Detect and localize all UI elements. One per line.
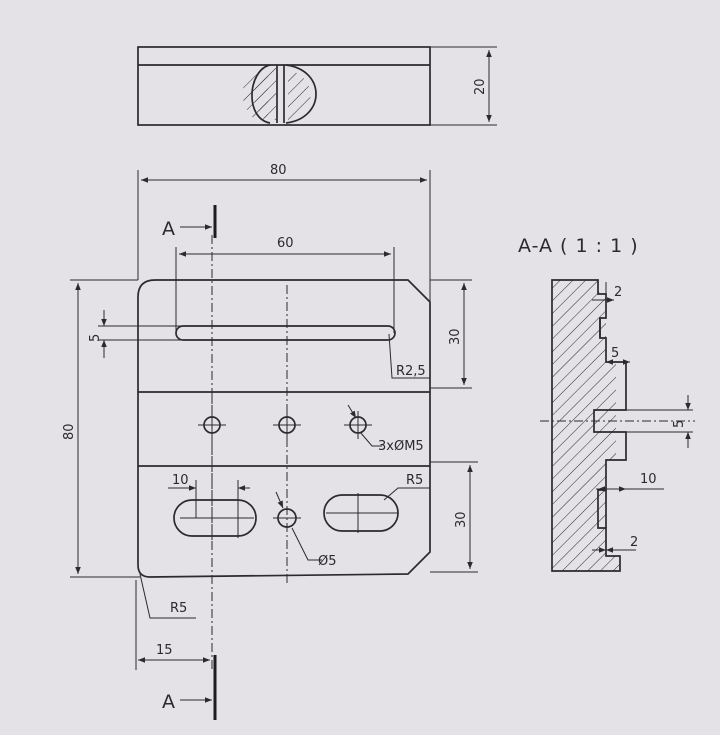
top-view: 20 [137, 46, 497, 126]
section-title: A-A ( 1 : 1 ) [518, 235, 639, 257]
dim-top-height: 20 [473, 78, 488, 95]
dim-slot-width: 5 [88, 334, 103, 342]
dim-oblong-radius: R5 [406, 473, 423, 488]
sec-dim-groove-top: 2 [614, 285, 622, 300]
dim-hole-diameter: Ø5 [318, 554, 337, 569]
dim-upper-band: 30 [448, 328, 463, 345]
dim-corner-radius: R5 [170, 601, 187, 616]
section-marker-bottom: A [162, 691, 176, 713]
front-view: A A 80 60 80 5 30 R2,5 3xØM5 [62, 163, 478, 720]
dim-oblong-length: 10 [172, 473, 189, 488]
sec-dim-hole: 5 [672, 420, 687, 428]
sec-dim-step: 5 [611, 346, 619, 361]
dim-thread-holes: 3xØM5 [378, 439, 424, 454]
sec-dim-depth: 10 [640, 472, 657, 487]
dim-overall-height: 80 [62, 423, 77, 440]
dim-slot-spacing: 60 [277, 236, 294, 251]
sec-dim-groove-bottom: 2 [630, 535, 638, 550]
dim-lower-band: 30 [454, 511, 469, 528]
dim-slot-radius: R2,5 [396, 364, 426, 379]
dim-overall-width: 80 [270, 163, 287, 178]
dim-edge-offset: 15 [156, 643, 173, 658]
section-view: A-A ( 1 : 1 ) 2 5 5 10 2 [518, 235, 695, 572]
section-marker-top: A [162, 218, 176, 240]
